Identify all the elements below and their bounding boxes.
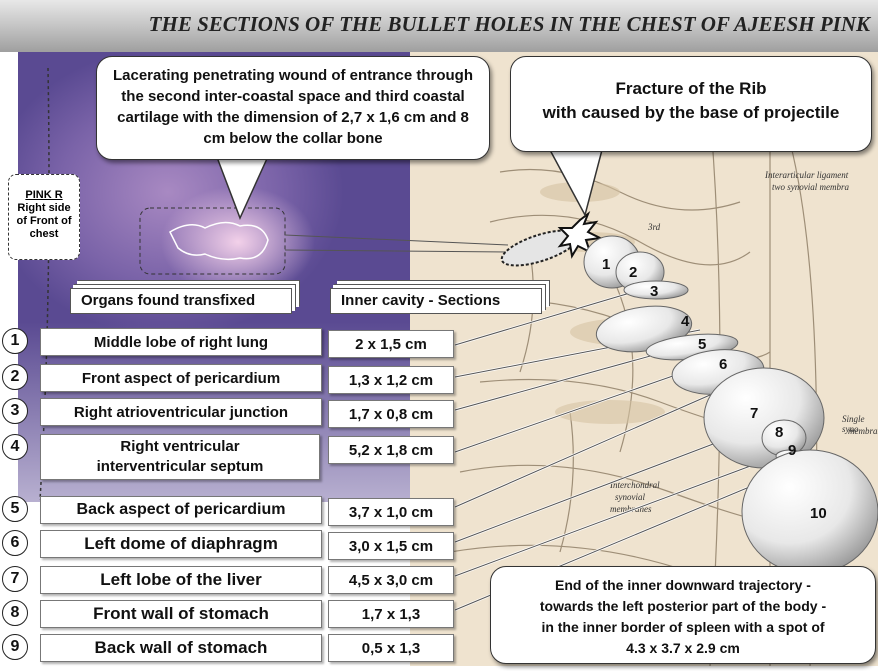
disc-label-4: 4: [681, 313, 689, 330]
section-cell: 0,5 x 1,3: [328, 634, 454, 662]
row-number: 9: [2, 634, 28, 660]
section-cell: 1,7 x 1,3: [328, 600, 454, 628]
row-number: 8: [2, 600, 28, 626]
section-cell: 3,0 x 1,5 cm: [328, 532, 454, 560]
entrance-wound-text: Lacerating penetrating wound of entrance…: [113, 67, 473, 147]
pink-r-label: PINK R Right side of Front of chest: [8, 174, 80, 260]
row-number: 4: [2, 434, 28, 460]
organ-cell: Back wall of stomach: [40, 634, 322, 662]
disc-label-2: 2: [629, 264, 637, 281]
row-number: 5: [2, 496, 28, 522]
row-number: 1: [2, 328, 28, 354]
organ-cell: Right ventricular interventricular septu…: [40, 434, 320, 480]
wound-frame: [140, 208, 285, 274]
organ-cell: Front aspect of pericardium: [40, 364, 322, 392]
row-number: 7: [2, 566, 28, 592]
organ-cell: Middle lobe of right lung: [40, 328, 322, 356]
rib-callout-line2: with caused by the base of projectile: [517, 101, 865, 125]
organs-header: Organs found transfixed: [70, 288, 292, 314]
pink-r-line1: Right side: [9, 202, 79, 215]
organ-cell: Back aspect of pericardium: [40, 496, 322, 524]
row-number: 2: [2, 364, 28, 390]
organ-cell: Right atrioventricular junction: [40, 398, 322, 426]
row-number: 6: [2, 530, 28, 556]
section-cell: 1,3 x 1,2 cm: [328, 366, 454, 394]
pointer-line: [285, 235, 508, 245]
entrance-wound-callout: Lacerating penetrating wound of entrance…: [96, 56, 490, 160]
pink-r-code: PINK R: [9, 189, 79, 202]
pink-r-line3: chest: [9, 228, 79, 241]
disc-label-8: 8: [775, 424, 783, 441]
section-cell: 2 x 1,5 cm: [328, 330, 454, 358]
sections-header: Inner cavity - Sections: [330, 288, 542, 314]
rib-callout-line1: Fracture of the Rib: [517, 77, 865, 101]
end-callout-line3: in the inner border of spleen with a spo…: [495, 617, 871, 638]
section-cell: 1,7 x 0,8 cm: [328, 400, 454, 428]
disc-label-5: 5: [698, 336, 706, 353]
disc-label-9: 9: [788, 442, 796, 459]
disc-label-10: 10: [810, 505, 827, 522]
wound-outline: [170, 222, 268, 259]
trajectory-end-callout: End of the inner downward trajectory - t…: [490, 566, 876, 664]
rib-fracture-callout: Fracture of the Rib with caused by the b…: [510, 56, 872, 152]
section-cell: 5,2 x 1,8 cm: [328, 436, 454, 464]
disc-label-1: 1: [602, 256, 610, 273]
pointer-line: [285, 250, 508, 252]
disc-label-3: 3: [650, 283, 658, 300]
organ-cell: Front wall of stomach: [40, 600, 322, 628]
pink-r-line2: of Front of: [9, 215, 79, 228]
row-number: 3: [2, 398, 28, 424]
section-cell: 4,5 x 3,0 cm: [328, 566, 454, 594]
disc-label-6: 6: [719, 356, 727, 373]
rib-callout-tail: [550, 150, 602, 215]
end-callout-line2: towards the left posterior part of the b…: [495, 596, 871, 617]
end-callout-line4: 4.3 x 3.7 x 2.9 cm: [495, 638, 871, 659]
section-cell: 3,7 x 1,0 cm: [328, 498, 454, 526]
end-callout-line1: End of the inner downward trajectory -: [495, 575, 871, 596]
organ-cell: Left dome of diaphragm: [40, 530, 322, 558]
organ-cell: Left lobe of the liver: [40, 566, 322, 594]
disc-label-7: 7: [750, 405, 758, 422]
